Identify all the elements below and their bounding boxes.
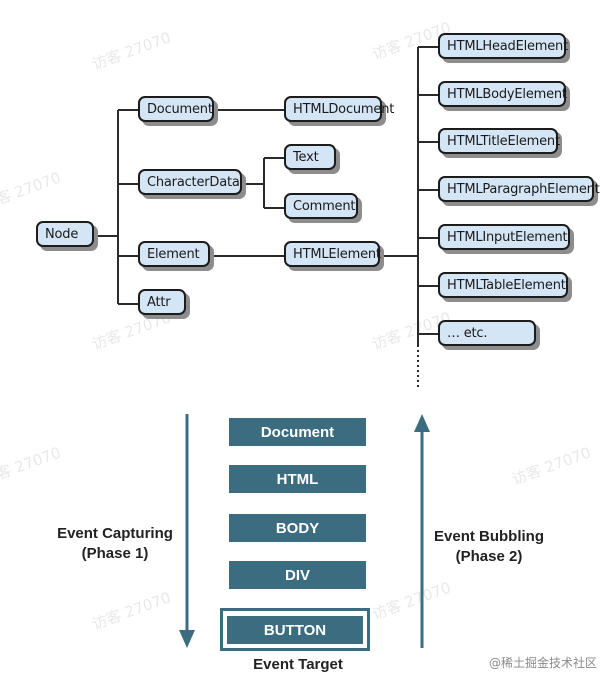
node-htmlheadelement: HTMLHeadElement [438,33,570,63]
node-label: Text [284,144,336,170]
node-attr: Attr [138,289,190,319]
node-htmltitleelement: HTMLTitleElement [438,128,562,158]
target-label: Event Target [253,656,343,673]
node-htmltableelement: HTMLTableElement [438,272,572,302]
capturing-label-line2: (Phase 1) [81,545,149,562]
node-label: HTMLElement [284,241,381,267]
node-label: HTMLHeadElement [438,33,568,59]
node-label: Attr [138,289,186,315]
node-label: Comment [284,193,358,219]
bubbling-label-line1: Event Bubbling [434,528,544,545]
node-label: HTMLBodyElement [438,81,567,107]
node-htmlelement: HTMLElement [284,241,384,271]
node-document: Document [138,96,218,126]
node-characterdata: CharacterData [138,169,246,199]
layer-body: BODY [229,514,366,542]
layer-button: BUTTON [227,616,363,644]
node-htmldocument: HTMLDocument [284,96,394,126]
node-etc: … etc. [438,320,540,350]
node-label: HTMLParagraphElement [438,176,600,202]
node-label: HTMLInputElement [438,224,570,250]
layer-document: Document [229,418,366,446]
layer-html: HTML [229,465,366,493]
capturing-label: Event Capturing (Phase 1) [48,524,182,564]
footer-brand: @稀土掘金技术社区 [488,656,597,670]
node-htmlinputelement: HTMLInputElement [438,224,574,254]
node-label: Element [138,241,210,267]
node-label: Document [138,96,214,122]
bubbling-label-line2: (Phase 2) [455,548,523,565]
node-htmlparagraphelement: HTMLParagraphElement [438,176,600,206]
node-label: HTMLTableElement [438,272,568,298]
bubbling-label: Event Bubbling (Phase 2) [428,527,550,567]
node-label: HTMLDocument [284,96,394,122]
capturing-label-line1: Event Capturing [57,525,173,542]
node-label: CharacterData [138,169,242,195]
node-label: Node [36,221,94,247]
node-text: Text [284,144,340,174]
layer-div: DIV [229,561,366,589]
node-htmlbodyelement: HTMLBodyElement [438,81,570,111]
node-label: HTMLTitleElement [438,128,560,154]
node-label: … etc. [438,320,536,346]
node-comment: Comment [284,193,362,223]
node-element: Element [138,241,214,271]
node-node: Node [36,221,98,251]
